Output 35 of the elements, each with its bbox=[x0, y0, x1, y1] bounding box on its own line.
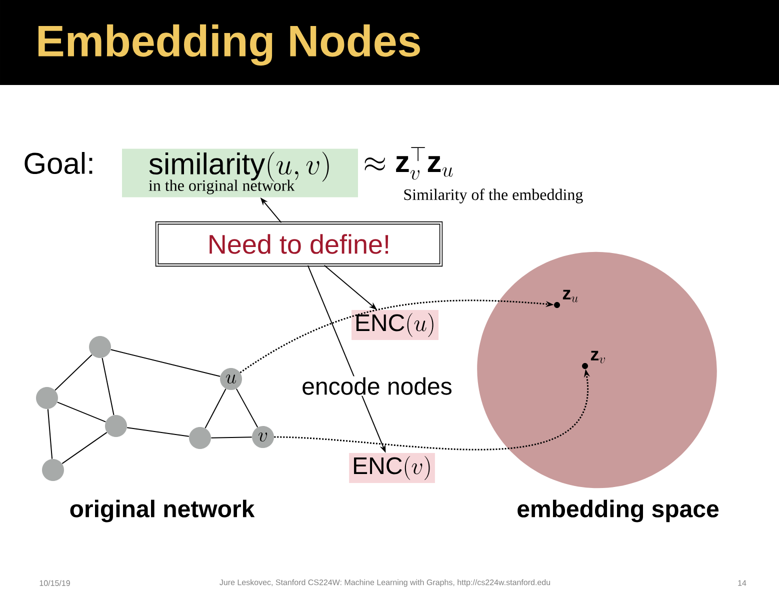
point-label: $\mathbf{z}_u$ bbox=[562, 290, 578, 302]
graph-node: $u$ bbox=[220, 368, 242, 390]
graph-edge bbox=[56, 402, 106, 422]
graph-edge bbox=[102, 357, 114, 416]
embedding-space-ellipse bbox=[477, 252, 717, 488]
label-text: encode nodes bbox=[300, 376, 454, 396]
footer-text: Jure Leskovec, Stanford CS224W: Machine Learning with Graphs, http://cs224w.stanford.edu bbox=[220, 579, 550, 587]
graph-edge bbox=[62, 432, 108, 464]
encoder-box: $\mathrm{ENC}(v)$ bbox=[349, 453, 435, 483]
callout-box: Need to define! bbox=[155, 221, 443, 267]
label-text: Goal: bbox=[24, 152, 92, 174]
graph-edge bbox=[126, 427, 190, 437]
caption: original network bbox=[70, 500, 255, 522]
graph-edge bbox=[204, 388, 226, 429]
graph-edge bbox=[110, 349, 221, 377]
embedding-point bbox=[582, 363, 588, 369]
node-label: embedding space bbox=[518, 500, 719, 522]
footer-text: 14 bbox=[738, 580, 746, 586]
graph-edge bbox=[47, 408, 53, 460]
graph-node: $v$ bbox=[252, 426, 274, 448]
graph-node bbox=[105, 415, 127, 437]
graph-node bbox=[36, 387, 58, 409]
footer-text: 10/15/19 bbox=[40, 580, 70, 586]
graph-edge bbox=[210, 436, 252, 438]
graph-node bbox=[42, 459, 64, 481]
graph-edge bbox=[236, 388, 258, 428]
similarity-box: $\mathrm{similarity}(u,v)$ in the original network bbox=[122, 148, 358, 198]
embedding-point bbox=[554, 302, 560, 308]
graph-node bbox=[189, 427, 211, 449]
point-label: $\mathbf{z}_v$ bbox=[590, 350, 605, 364]
title-bar: Embedding Nodes bbox=[0, 0, 779, 85]
graph-node bbox=[89, 336, 111, 358]
graph-edge bbox=[54, 354, 92, 391]
label-text: Similarity of the embedding bbox=[404, 188, 583, 204]
encoder-box: $\mathrm{ENC}(u)$ bbox=[351, 310, 439, 340]
